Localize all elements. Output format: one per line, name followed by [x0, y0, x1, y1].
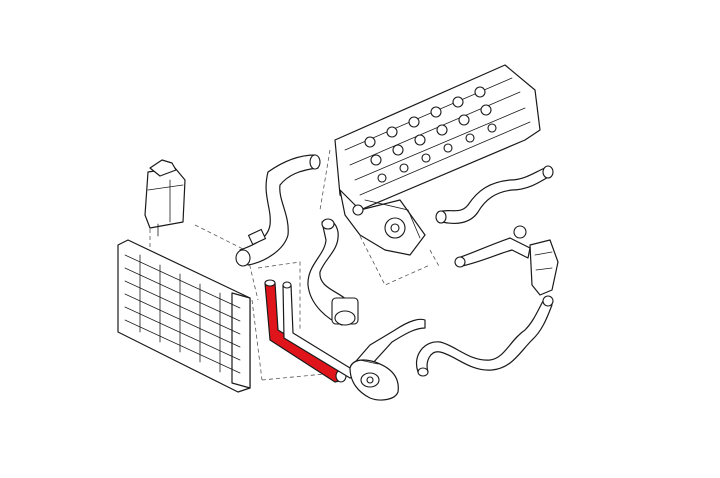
engine-block-front: [339, 189, 426, 256]
bypass-hose: [282, 281, 426, 379]
heater-hose-upper: [435, 165, 554, 224]
cylinder-head: [334, 64, 541, 211]
heater-hose-right: [454, 237, 531, 268]
camshaft-lobes: [364, 86, 497, 183]
upper-radiator-hose: [235, 154, 321, 267]
heater-hose-lower: [416, 295, 554, 377]
water-pump: [349, 359, 399, 401]
expansion-tank: [144, 159, 186, 237]
thermostat-housing: [513, 225, 559, 296]
middle-hose: [307, 218, 359, 326]
radiator: [117, 239, 251, 393]
